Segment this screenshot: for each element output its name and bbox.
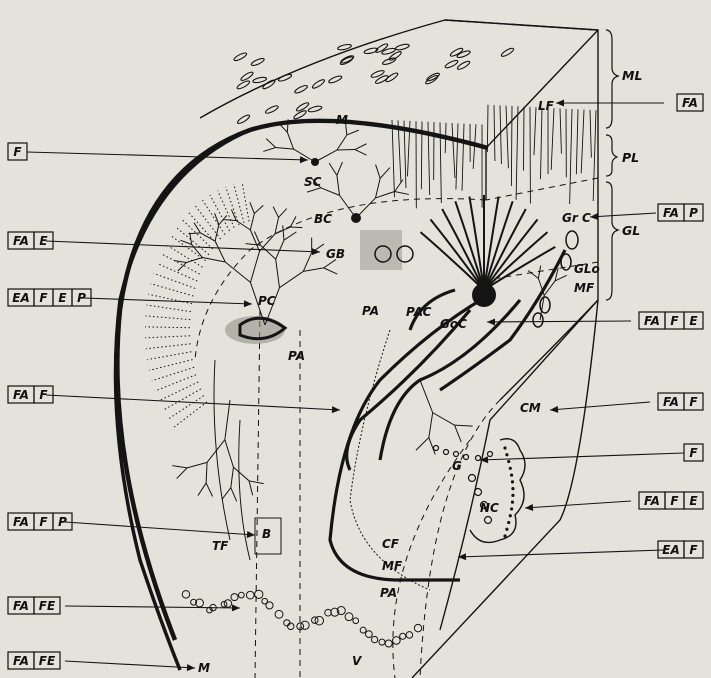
right-box-5-cell-1: F: [689, 446, 698, 460]
radiating-fibres: [145, 182, 249, 428]
right-box-4-cell-1: FA: [663, 395, 679, 409]
label-pac: PAC: [406, 305, 432, 319]
left-box-2-cell-1: FA: [13, 234, 29, 248]
label-sc: SC: [304, 175, 322, 189]
left-box-label-7: FA FE: [8, 652, 60, 669]
label-m-top: M: [336, 113, 348, 127]
label-g: G: [452, 459, 462, 473]
right-box-7-cell-1: EA: [662, 543, 679, 557]
parallel-fibres: [392, 105, 596, 209]
right-box-6-cell-3: E: [689, 494, 698, 508]
label-lf: LF: [538, 99, 555, 113]
right-box-4-cell-2: F: [689, 395, 698, 409]
label-pa-upper: PA: [362, 304, 379, 318]
left-box-3-cell-1: EA: [12, 291, 29, 305]
left-box-6-cell-2: FE: [39, 599, 56, 613]
layer-braces: [606, 30, 618, 300]
left-box-5-cell-1: FA: [13, 515, 29, 529]
right-box-3-cell-3: E: [689, 314, 698, 328]
layer-label-gl: GL: [622, 223, 640, 238]
left-box-5-cell-2: F: [39, 515, 48, 529]
right-box-3-cell-1: FA: [644, 314, 660, 328]
left-box-label-6: FA FE: [8, 597, 60, 614]
right-box-3-cell-2: F: [670, 314, 679, 328]
right-box-6-cell-2: F: [670, 494, 679, 508]
left-box-1-cell-1: F: [13, 145, 22, 159]
left-box-3-cell-3: E: [58, 291, 67, 305]
nucleus-boundary: [470, 439, 525, 543]
label-pa-lower: PA: [380, 586, 397, 600]
left-box-3-cell-2: F: [39, 291, 48, 305]
label-cm: CM: [520, 401, 541, 415]
label-v: V: [352, 654, 363, 668]
right-box-label-7: EA F: [658, 541, 703, 558]
left-box-5-cell-3: P: [58, 515, 67, 529]
label-m-bottom: M: [198, 661, 210, 675]
label-cf: CF: [382, 537, 400, 551]
right-box-label-4: FA F: [658, 393, 703, 410]
label-grc: Gr C: [562, 211, 591, 225]
right-box-7-cell-2: F: [689, 543, 698, 557]
purkinje-cell: [225, 316, 285, 344]
right-box-label-2: FA P: [658, 204, 703, 221]
basket-cell-area: [351, 213, 413, 270]
right-box-2-cell-2: P: [689, 206, 698, 220]
leader-arrows: [27, 100, 684, 672]
outer-boundary-curve: [116, 128, 256, 670]
left-box-3-cell-4: P: [77, 291, 86, 305]
label-pc: PC: [258, 294, 276, 308]
left-box-6-cell-1: FA: [13, 599, 29, 613]
label-goc: GoC: [440, 317, 467, 331]
right-box-1-cell-1: FA: [682, 96, 698, 110]
label-tf: TF: [212, 539, 229, 553]
label-mf-lower: MF: [382, 559, 403, 573]
left-box-label-1: F: [8, 143, 27, 160]
label-mf-right: MF: [574, 281, 595, 295]
layer-label-pl: PL: [622, 150, 639, 165]
label-gb: GB: [326, 247, 345, 261]
left-box-label-2: FA E: [8, 232, 53, 249]
label-bc: BC: [314, 212, 332, 226]
left-box-7-cell-1: FA: [13, 654, 29, 668]
molecular-layer-cells: [233, 42, 515, 124]
golgi-cell: [421, 195, 556, 307]
left-box-7-cell-2: FE: [39, 654, 56, 668]
left-box-4-cell-2: F: [39, 388, 48, 402]
layer-label-ml: ML: [622, 68, 642, 83]
left-box-label-4: FA F: [8, 386, 53, 403]
right-box-label-5: F: [684, 444, 703, 461]
right-box-6-cell-1: FA: [644, 494, 660, 508]
left-box-2-cell-2: E: [39, 234, 48, 248]
right-box-2-cell-1: FA: [663, 206, 679, 220]
label-nc: NC: [480, 501, 499, 515]
left-box-4-cell-1: FA: [13, 388, 29, 402]
label-pa-mid: PA: [288, 349, 305, 363]
right-box-label-1: FA: [677, 94, 703, 111]
label-glo: GLo: [574, 262, 600, 276]
label-b: B: [262, 527, 271, 541]
